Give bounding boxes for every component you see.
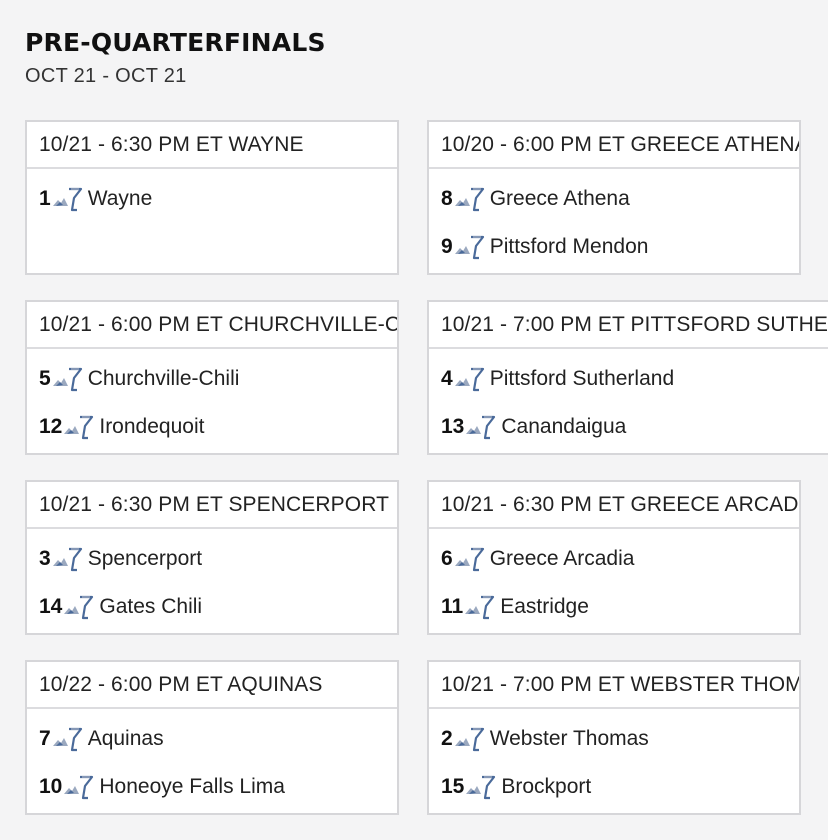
game-card[interactable]: 10/21 - 6:30 PM ET SPENCERPORT 3 Spencer…: [25, 480, 399, 635]
team-logo-icon: [52, 366, 84, 392]
team-logo-icon: [454, 546, 486, 572]
team-name: Greece Arcadia: [489, 547, 635, 570]
team-name: Aquinas: [87, 727, 164, 750]
team-row[interactable]: 2 Webster Thomas: [429, 715, 799, 763]
team-name: Brockport: [501, 775, 592, 798]
team-row[interactable]: 4 Pittsford Sutherland: [429, 355, 828, 403]
game-card[interactable]: 10/21 - 6:30 PM ET WAYNE 1 Wayne: [25, 120, 399, 275]
team-logo-icon: [465, 414, 497, 440]
team-row[interactable]: 5 Churchville-Chili: [27, 355, 397, 403]
team-seed: 13: [441, 415, 465, 438]
team-name: Pittsford Mendon: [489, 235, 649, 258]
game-card[interactable]: 10/21 - 6:00 PM ET CHURCHVILLE-CHILI 5 C…: [25, 300, 399, 455]
team-seed: 3: [39, 547, 51, 570]
team-seed: 15: [441, 775, 465, 798]
game-header: 10/22 - 6:00 PM ET AQUINAS: [27, 662, 397, 709]
team-seed: 7: [39, 727, 51, 750]
team-seed: 6: [441, 547, 453, 570]
game-header: 10/21 - 6:30 PM ET WAYNE: [27, 122, 397, 169]
team-name: Webster Thomas: [489, 727, 649, 750]
team-seed: 5: [39, 367, 51, 390]
team-name: Pittsford Sutherland: [489, 367, 675, 390]
game-header: 10/21 - 6:00 PM ET CHURCHVILLE-CHILI: [27, 302, 397, 349]
team-row[interactable]: 9 Pittsford Mendon: [429, 223, 799, 271]
team-row[interactable]: 3 Spencerport: [27, 535, 397, 583]
team-logo-icon: [52, 186, 84, 212]
game-header: 10/21 - 7:00 PM ET WEBSTER THOMAS: [429, 662, 799, 709]
game-header: 10/21 - 6:30 PM ET SPENCERPORT: [27, 482, 397, 529]
team-seed: 12: [39, 415, 63, 438]
game-card[interactable]: 10/21 - 6:30 PM ET GREECE ARCADIA 6 Gree…: [427, 480, 801, 635]
round-header: PRE-QUARTERFINALS OCT 21 - OCT 21: [25, 26, 326, 88]
team-row[interactable]: 6 Greece Arcadia: [429, 535, 799, 583]
team-row[interactable]: 14 Gates Chili: [27, 583, 397, 631]
team-name: Eastridge: [500, 595, 589, 618]
team-row[interactable]: 12 Irondequoit: [27, 403, 397, 451]
team-name: Greece Athena: [489, 187, 630, 210]
game-header: 10/20 - 6:00 PM ET GREECE ATHENA: [429, 122, 799, 169]
team-name: Honeoye Falls Lima: [99, 775, 285, 798]
team-row[interactable]: 7 Aquinas: [27, 715, 397, 763]
team-row[interactable]: 11 Eastridge: [429, 583, 799, 631]
round-title: PRE-QUARTERFINALS: [25, 28, 326, 57]
team-logo-icon: [454, 726, 486, 752]
team-row[interactable]: 8 Greece Athena: [429, 175, 799, 223]
team-name: Gates Chili: [99, 595, 203, 618]
team-name: Churchville-Chili: [87, 367, 240, 390]
game-card[interactable]: 10/20 - 6:00 PM ET GREECE ATHENA 8 Greec…: [427, 120, 801, 275]
team-logo-icon: [454, 366, 486, 392]
team-name: Spencerport: [87, 547, 203, 570]
team-name: Wayne: [87, 187, 153, 210]
game-header: 10/21 - 6:30 PM ET GREECE ARCADIA: [429, 482, 799, 529]
team-logo-icon: [63, 774, 95, 800]
team-seed: 9: [441, 235, 453, 258]
team-row[interactable]: 1 Wayne: [27, 175, 397, 223]
team-logo-icon: [63, 414, 95, 440]
team-logo-icon: [464, 594, 496, 620]
team-name: Canandaigua: [501, 415, 627, 438]
team-logo-icon: [63, 594, 95, 620]
game-card[interactable]: 10/21 - 7:00 PM ET WEBSTER THOMAS 2 Webs…: [427, 660, 801, 815]
game-header: 10/21 - 7:00 PM ET PITTSFORD SUTHERL: [429, 302, 828, 349]
team-seed: 11: [441, 595, 464, 618]
team-logo-icon: [465, 774, 497, 800]
team-seed: 10: [39, 775, 63, 798]
team-row[interactable]: 10 Honeoye Falls Lima: [27, 763, 397, 811]
team-logo-icon: [52, 726, 84, 752]
team-seed: 2: [441, 727, 453, 750]
team-logo-icon: [454, 186, 486, 212]
team-seed: 1: [39, 187, 51, 210]
team-seed: 14: [39, 595, 63, 618]
game-card[interactable]: 10/22 - 6:00 PM ET AQUINAS 7 Aquinas 10 …: [25, 660, 399, 815]
round-date-range: OCT 21 - OCT 21: [25, 65, 187, 87]
team-seed: 4: [441, 367, 453, 390]
team-row[interactable]: 15 Brockport: [429, 763, 799, 811]
team-name: Irondequoit: [99, 415, 205, 438]
team-logo-icon: [52, 546, 84, 572]
team-row[interactable]: 13 Canandaigua: [429, 403, 828, 451]
game-card[interactable]: 10/21 - 7:00 PM ET PITTSFORD SUTHERL 4 P…: [427, 300, 828, 455]
team-logo-icon: [454, 234, 486, 260]
team-seed: 8: [441, 187, 453, 210]
